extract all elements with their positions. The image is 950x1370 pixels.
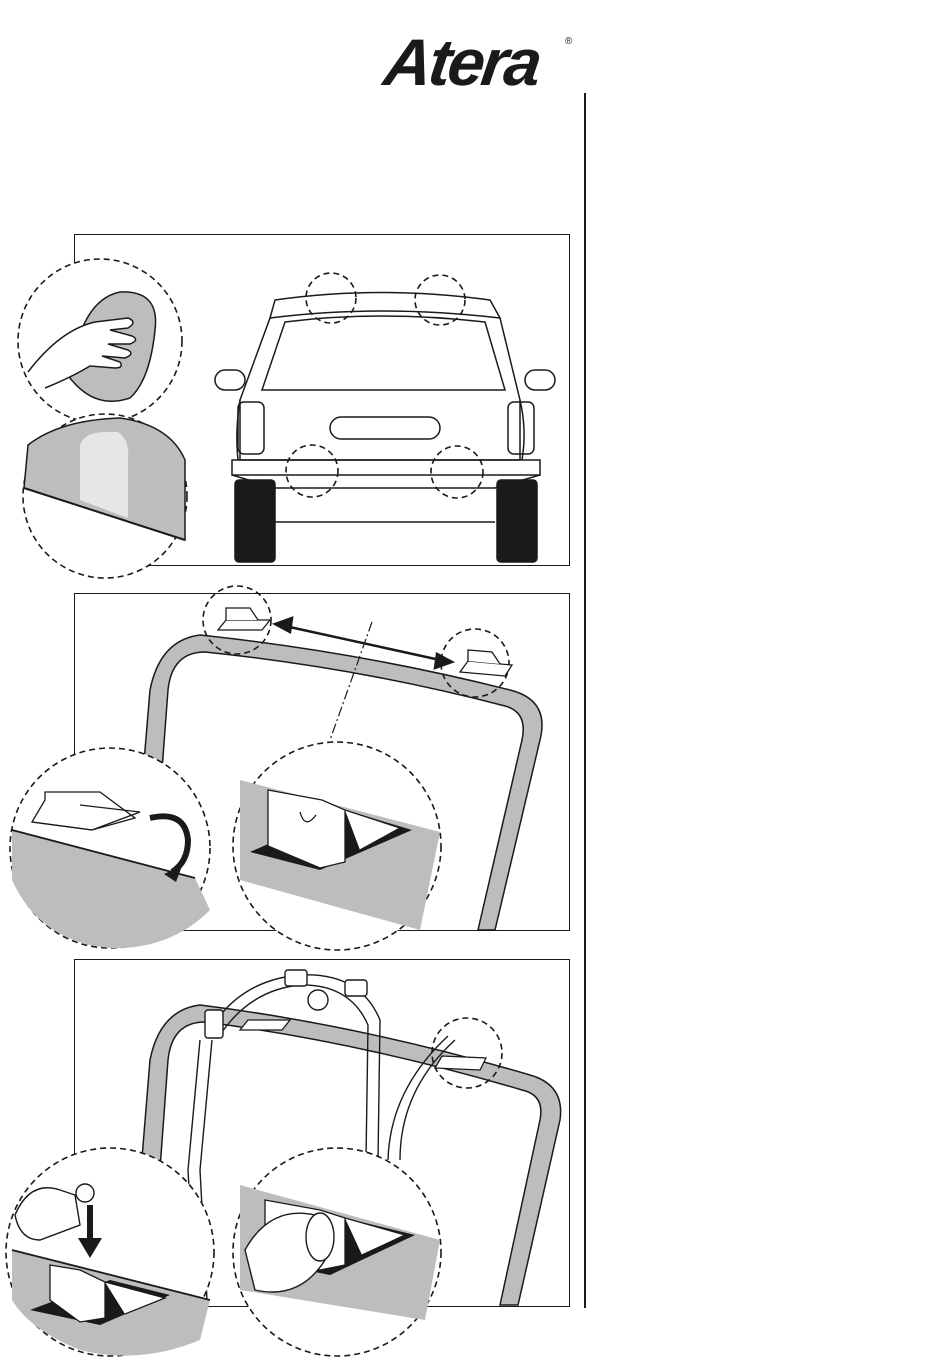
detail-circle-seat xyxy=(233,1148,441,1356)
detail-circle-apply xyxy=(6,1148,214,1356)
